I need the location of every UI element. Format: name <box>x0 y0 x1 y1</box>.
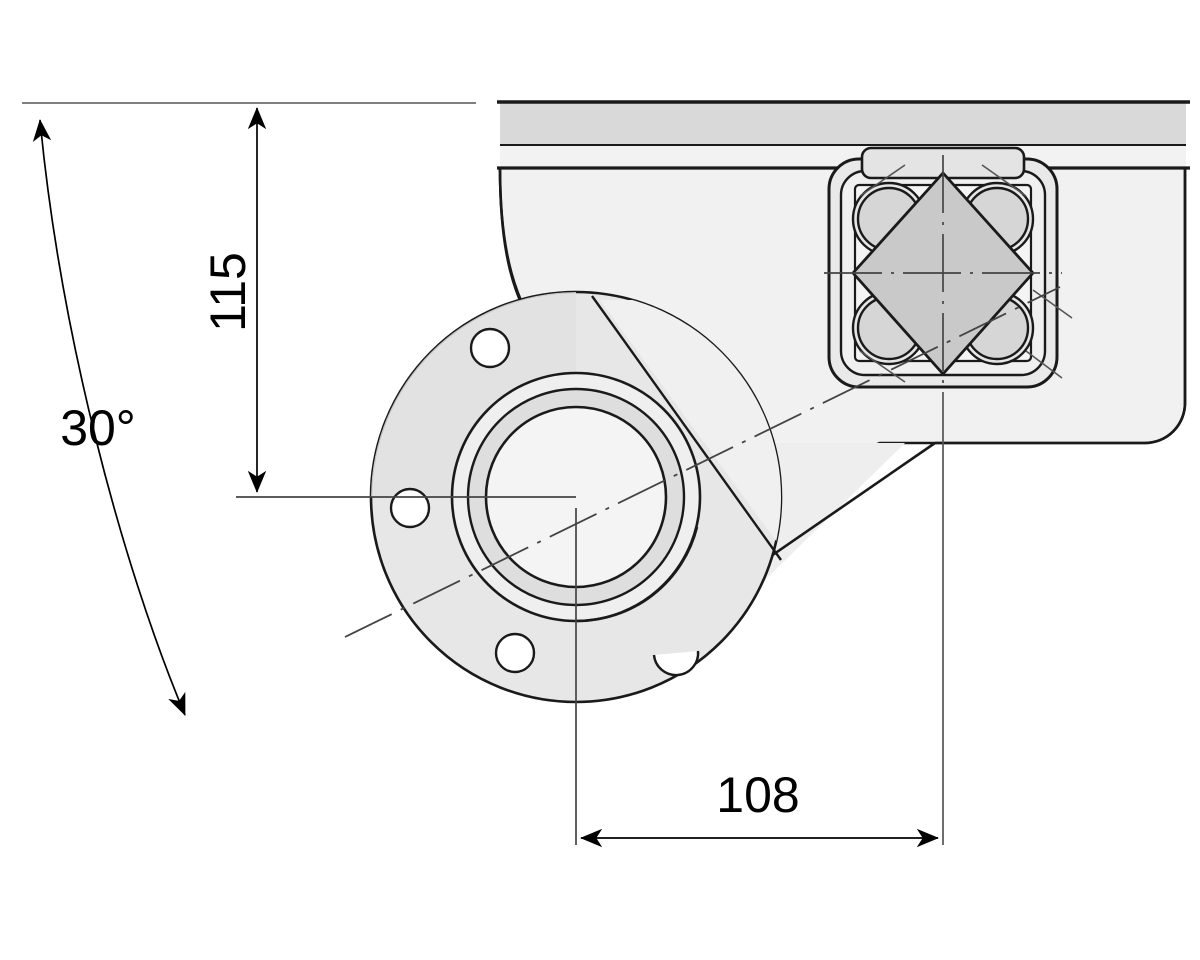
dim-label-115: 115 <box>200 252 256 332</box>
bearing-block-group <box>827 146 1073 389</box>
bearing-corner-tick-br <box>1025 350 1063 379</box>
relief-notch-arc <box>652 650 700 677</box>
dimension-108-group: 108 <box>580 767 939 848</box>
dim-label-30deg: 30° <box>60 400 136 456</box>
bearing-corner-tick-br2 <box>1032 289 1073 319</box>
flange-chord-upper <box>591 295 782 561</box>
bearing-corner-tick-bl <box>859 350 906 383</box>
top-rail-upper-band <box>500 103 1186 145</box>
bearing-corner-tick-tl <box>859 164 906 197</box>
flange-boss-edge-redraw <box>575 526 699 623</box>
flange-bolt-hole <box>389 487 431 529</box>
dimension-30deg-group: 30° <box>32 119 186 716</box>
centerline-inclined-30deg <box>344 286 1061 638</box>
dim-label-108: 108 <box>716 767 799 823</box>
bearing-corner-tick-tr <box>981 164 1027 197</box>
flange-bolt-hole <box>469 327 511 369</box>
relief-notch-group <box>652 650 700 677</box>
centerlines-group <box>236 155 1062 845</box>
dim-arc-30deg <box>32 119 186 716</box>
dimension-115-group: 115 <box>22 102 476 498</box>
flange-bolt-hole <box>494 632 536 674</box>
top-rail-group <box>497 100 1190 170</box>
housing-underside-edge <box>935 402 1187 445</box>
